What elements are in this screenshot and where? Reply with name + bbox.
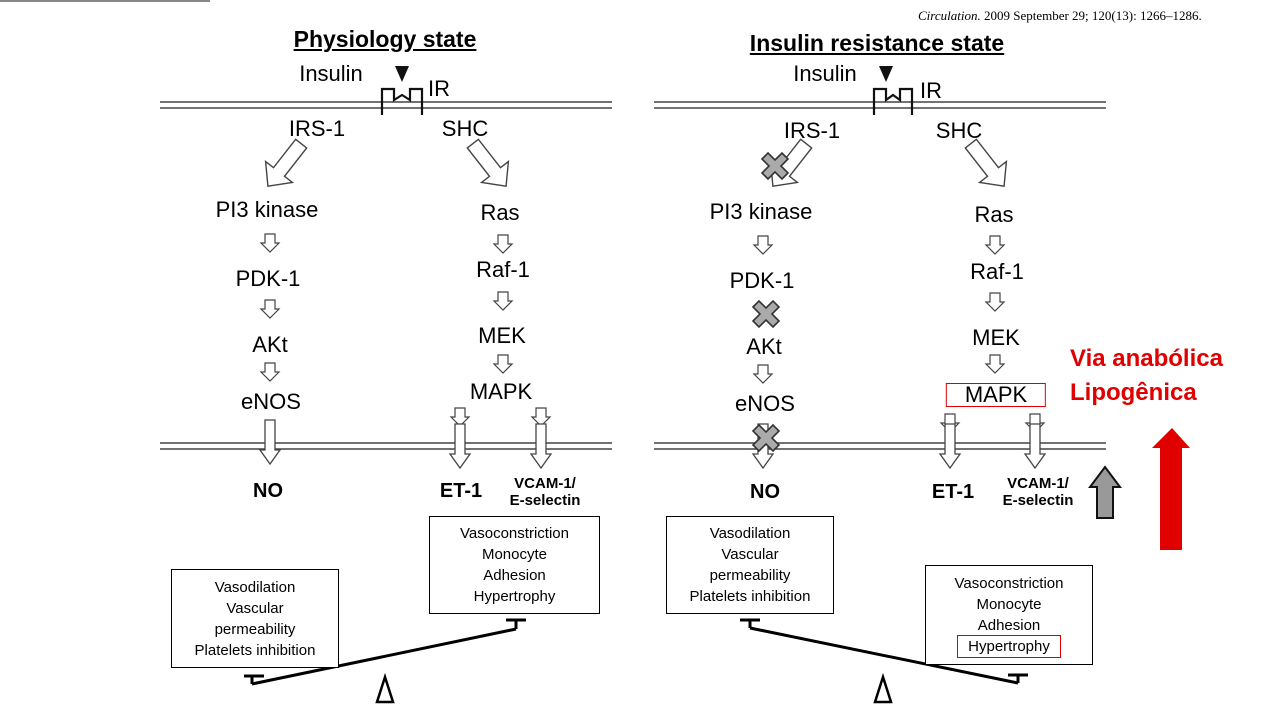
box-line: Platelets inhibition [689,588,811,605]
no-label: NO [253,480,283,502]
box-line: permeability [214,620,296,638]
box-line: Vasoconstriction [460,525,569,542]
receptor-icon [872,87,914,115]
insulin-triangle-icon [395,66,409,82]
red-up-arrow-icon [1152,428,1190,550]
up-arrow-icon [1088,465,1122,519]
citation-journal: Circulation. [918,8,981,23]
ras-label: Ras [480,200,520,225]
vasoconstriction-box: Vasoconstriction Monocyte Adhesion Hyper… [429,516,600,614]
box-line: permeability [709,567,791,584]
arrow-icon [260,233,280,253]
box-line: Vasodilation [709,525,791,542]
arrow-down-left-icon [253,132,316,198]
akt-label: AKt [252,332,288,357]
right-panel-graphics [654,66,1122,704]
mek-label: MEK [972,325,1020,350]
ir-label: IR [920,78,942,103]
no-label: NO [750,481,780,503]
vasoconstriction-box: Vasoconstriction Monocyte Adhesion Hyper… [925,565,1093,665]
box-line: Platelets inhibition [194,641,316,659]
triangle-fulcrum-icon [375,672,395,704]
annotation-line2: Lipogênica [1070,378,1197,406]
box-line: Vasoconstriction [954,575,1064,592]
arrow-et1-icon [939,423,961,469]
arrow-icon [985,292,1005,312]
insulin-label: Insulin [299,61,363,86]
box-line: Hypertrophy [473,588,556,605]
shc-label: SHC [441,116,489,141]
mapk-label: MAPK [469,379,533,404]
arrow-icon [493,291,513,311]
box-line: Vasodilation [214,578,296,596]
red-annotation: Via anabólica Lipogênica [1070,342,1223,409]
arrow-icon [985,235,1005,255]
arrow-vcam-icon [530,423,552,469]
pi3k-label: PI3 kinase [709,199,813,224]
arrow-no-icon [259,419,281,465]
mek-label: MEK [478,323,526,348]
vasodilation-box: Vasodilation Vascular permeability Plate… [171,569,339,668]
raf1-label: Raf-1 [970,259,1024,284]
insulin-triangle-icon [879,66,893,82]
et1-label: ET-1 [931,481,975,503]
arrow-icon [753,235,773,255]
arrow-icon [450,407,470,427]
receptor-icon [380,87,424,115]
eselectin-text: E-selectin [509,492,581,510]
arrow-down-right-icon [458,132,521,198]
vcam1-text: VCAM-1/ [1007,475,1069,492]
arrow-icon [260,299,280,319]
citation-details: 2009 September 29; 120(13): 1266–1286. [983,8,1202,23]
left-panel-title: Physiology state [293,26,477,52]
seesaw-beam [749,626,1019,685]
raf1-label: Raf-1 [476,257,530,282]
arrow-icon [531,407,551,427]
left-panel-graphics [160,66,612,704]
right-panel-title: Insulin resistance state [749,30,1005,56]
pi3k-label: PI3 kinase [215,197,319,222]
seesaw-beam [251,627,517,686]
vcam-label: VCAM-1/ E-selectin [1003,475,1074,510]
arrow-et1-icon [449,423,471,469]
box-line: Monocyte [481,546,548,563]
box-line: Adhesion [483,567,546,584]
arrow-icon [985,354,1005,374]
pdk1-label: PDK-1 [235,266,301,291]
triangle-fulcrum-icon [873,672,893,704]
insulin-label: Insulin [793,61,857,86]
mapk-label-highlighted: MAPK [945,383,1047,407]
eselectin-text: E-selectin [1002,492,1074,510]
vcam1-text: VCAM-1/ [514,475,576,492]
pdk1-label: PDK-1 [729,268,795,293]
annotation-line1: Via anabólica [1070,345,1223,372]
ir-label: IR [428,76,450,101]
akt-label: AKt [746,334,782,359]
arrow-icon [493,234,513,254]
enos-label: eNOS [241,389,301,414]
box-line: Adhesion [977,617,1041,634]
vasodilation-box: Vasodilation Vascular permeability Plate… [666,516,834,614]
arrow-icon [753,364,773,384]
irs1-label: IRS-1 [288,116,346,141]
box-line: Vascular [721,546,779,563]
hypertrophy-highlighted: Hypertrophy [957,635,1061,658]
citation: Circulation. 2009 September 29; 120(13):… [918,9,1202,22]
et1-label: ET-1 [439,480,483,502]
shc-label: SHC [935,118,983,143]
box-line: Monocyte [976,596,1042,613]
arrow-vcam-icon [1024,423,1046,469]
arrow-icon [493,354,513,374]
arrow-icon [260,362,280,382]
enos-label: eNOS [735,391,795,416]
box-line: Vascular [226,599,284,617]
vcam-label: VCAM-1/ E-selectin [510,475,581,510]
x-cross-icon [752,300,780,328]
ras-label: Ras [974,202,1014,227]
irs1-label: IRS-1 [783,118,841,143]
